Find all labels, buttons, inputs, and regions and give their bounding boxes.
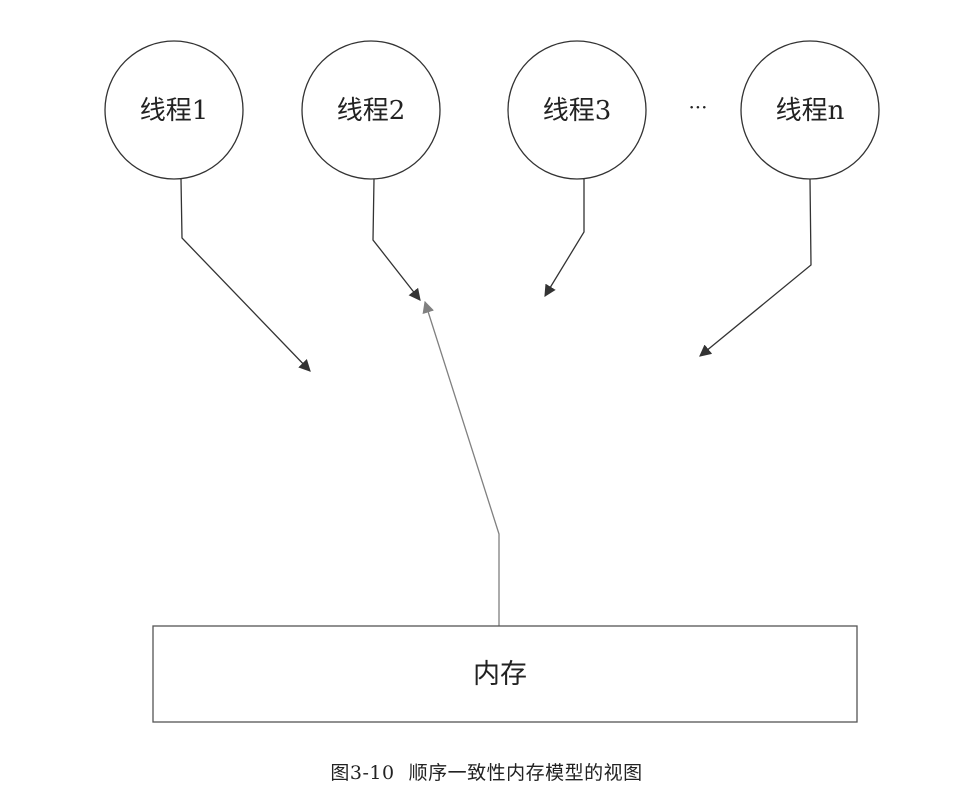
thread-node-1: 线程1 [104, 40, 244, 180]
arrow-thread-n [699, 178, 812, 357]
thread-label-2: 线程2 [337, 96, 406, 126]
memory-box: 内存 [152, 625, 858, 723]
thread-label-3: 线程3 [543, 96, 612, 126]
arrow-memory-switch [422, 300, 500, 626]
thread-node-2: 线程2 [301, 40, 441, 180]
figure-title: 顺序一致性内存模型的视图 [408, 762, 643, 784]
thread-label-n: 线程n [776, 96, 845, 126]
memory-label: 内存 [473, 659, 527, 690]
thread-node-n: 线程n [740, 40, 880, 180]
figure-number: 图3-10 [330, 762, 395, 784]
ellipsis-text: ··· [688, 95, 707, 119]
arrow-thread-3 [544, 179, 585, 298]
arrow-thread-1 [180, 178, 311, 372]
figure-caption: 图3-10 顺序一致性内存模型的视图 [0, 758, 973, 785]
arrow-thread-2 [372, 178, 421, 301]
thread-label-1: 线程1 [140, 96, 209, 126]
thread-node-3: 线程3 [507, 40, 647, 180]
